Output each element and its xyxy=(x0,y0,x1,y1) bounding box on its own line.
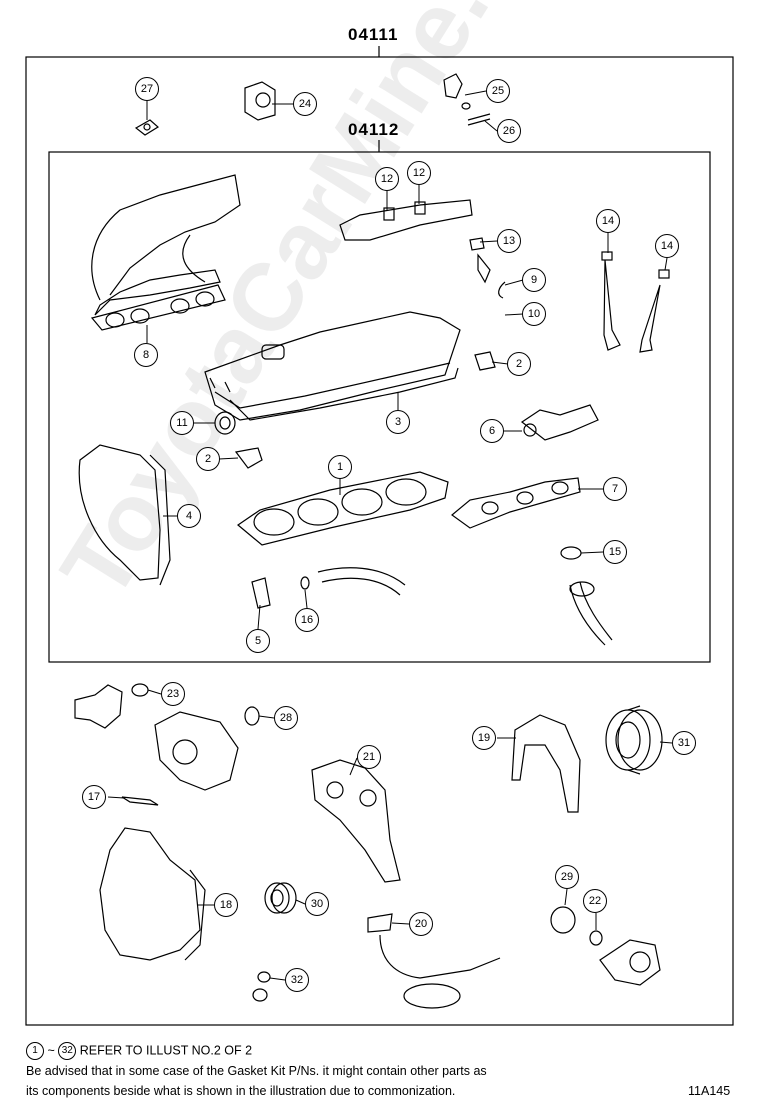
part-outlines xyxy=(74,73,670,1009)
callout[interactable]: 11 xyxy=(170,411,194,435)
callout[interactable]: 19 xyxy=(472,726,496,750)
callout[interactable]: 16 xyxy=(295,608,319,632)
callout[interactable]: 31 xyxy=(672,731,696,755)
callout[interactable]: 21 xyxy=(357,745,381,769)
callout[interactable]: 4 xyxy=(177,504,201,528)
callout[interactable]: 25 xyxy=(486,79,510,103)
ref-start: 1 xyxy=(26,1042,44,1060)
callout[interactable]: 32 xyxy=(285,968,309,992)
callout[interactable]: 3 xyxy=(386,410,410,434)
callout[interactable]: 6 xyxy=(480,419,504,443)
notice-line-2: its components beside what is shown in t… xyxy=(26,1084,456,1098)
inner-kit-code: 04112 xyxy=(348,120,400,139)
callout[interactable]: 20 xyxy=(409,912,433,936)
callout[interactable]: 17 xyxy=(82,785,106,809)
callout[interactable]: 15 xyxy=(603,540,627,564)
callout[interactable]: 22 xyxy=(583,889,607,913)
callout[interactable]: 2 xyxy=(507,352,531,376)
callout[interactable]: 26 xyxy=(497,119,521,143)
illustration-id: 11A145 xyxy=(688,1084,731,1098)
callout[interactable]: 12 xyxy=(375,167,399,191)
callout[interactable]: 9 xyxy=(522,268,546,292)
callout[interactable]: 23 xyxy=(161,682,185,706)
reference-note: 1 ~ 32 REFER TO ILLUST NO.2 OF 2 xyxy=(26,1042,252,1060)
callout[interactable]: 18 xyxy=(214,893,238,917)
callout[interactable]: 14 xyxy=(655,234,679,258)
ref-tilde: ~ xyxy=(47,1043,55,1058)
callout[interactable]: 29 xyxy=(555,865,579,889)
callout[interactable]: 24 xyxy=(293,92,317,116)
callout[interactable]: 1 xyxy=(328,455,352,479)
outer-kit-code: 04111 xyxy=(348,25,399,44)
callout[interactable]: 28 xyxy=(274,706,298,730)
callout[interactable]: 12 xyxy=(407,161,431,185)
outer-kit-frame xyxy=(25,56,734,1026)
callout[interactable]: 5 xyxy=(246,629,270,653)
callout[interactable]: 14 xyxy=(596,209,620,233)
leader-lines xyxy=(107,90,673,981)
notice-line-1: Be advised that in some case of the Gask… xyxy=(26,1064,487,1078)
callout[interactable]: 8 xyxy=(134,343,158,367)
ref-text: REFER TO ILLUST NO.2 OF 2 xyxy=(79,1043,253,1058)
callout[interactable]: 7 xyxy=(603,477,627,501)
ref-end: 32 xyxy=(58,1042,77,1060)
callout[interactable]: 10 xyxy=(522,302,546,326)
callout[interactable]: 13 xyxy=(497,229,521,253)
callout[interactable]: 27 xyxy=(135,77,159,101)
callout[interactable]: 30 xyxy=(305,892,329,916)
callout[interactable]: 2 xyxy=(196,447,220,471)
